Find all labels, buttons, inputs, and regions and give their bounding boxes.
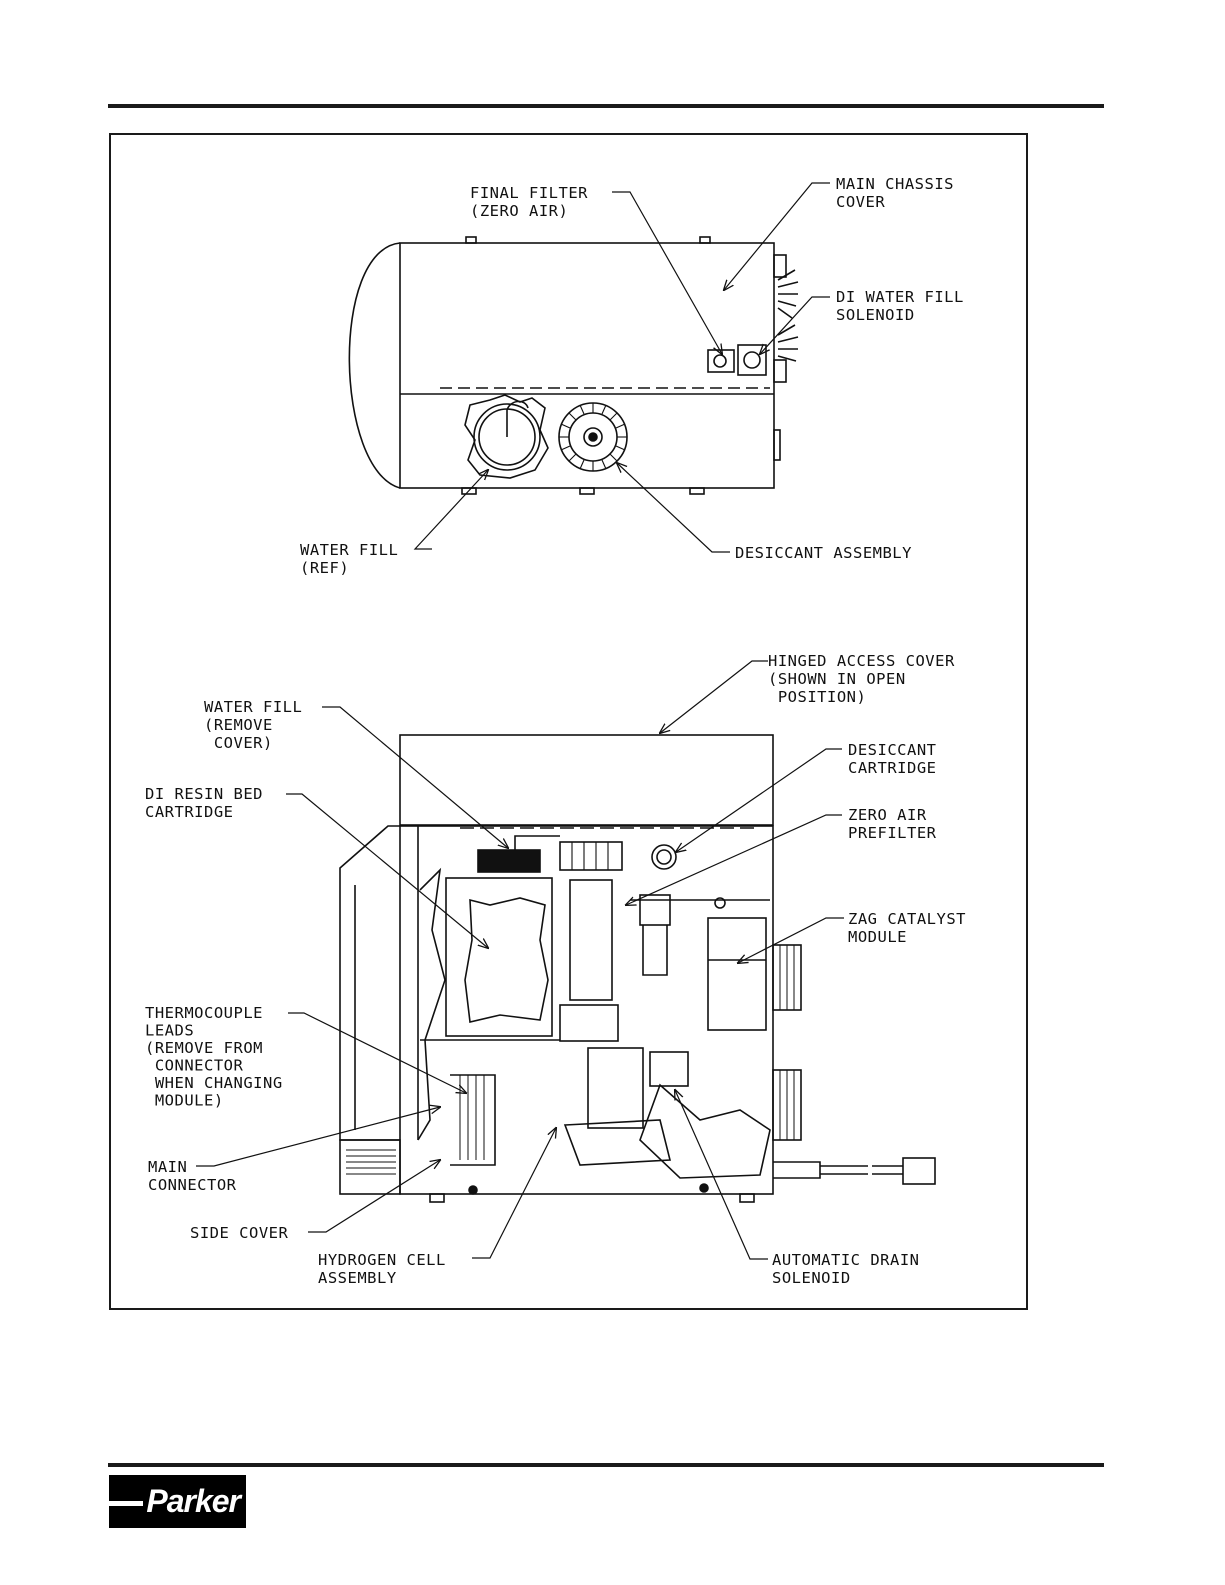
vent-slots xyxy=(346,1149,396,1175)
parker-logo: Parker xyxy=(109,1475,246,1528)
header-rule xyxy=(108,104,1104,108)
final-filter-part xyxy=(707,344,767,376)
logo-text: Parker xyxy=(146,1483,241,1519)
figure-frame xyxy=(109,133,1028,1310)
side-view-leaders xyxy=(196,660,844,1260)
main-chassis-body xyxy=(399,242,775,489)
di-resin-bed-part xyxy=(420,877,560,1041)
side-view-labels: HINGED ACCESS COVER(SHOWN IN OPEN POSITI… xyxy=(145,652,966,1287)
label-water-fill-ref: WATER FILL(REF) xyxy=(300,541,398,577)
label-final-filter: FINAL FILTER(ZERO AIR) xyxy=(470,184,588,220)
label-side-cover: SIDE COVER xyxy=(190,1224,288,1242)
zero-air-prefilter-part xyxy=(630,894,770,976)
footer-rule xyxy=(108,1463,1104,1467)
label-hinged-access-cover: HINGED ACCESS COVER(SHOWN IN OPEN POSITI… xyxy=(768,652,955,706)
front-dome xyxy=(348,242,401,489)
water-fill-ref-part xyxy=(464,394,549,479)
hydrogen-cell-part xyxy=(450,1074,672,1166)
front-bezel xyxy=(339,825,400,1141)
side-view xyxy=(339,734,936,1203)
automatic-drain-solenoid-part xyxy=(649,1051,689,1087)
feet-top xyxy=(461,487,477,495)
top-view-leaders xyxy=(413,182,830,553)
label-water-fill-remove-cover: WATER FILL(REMOVE COVER) xyxy=(204,698,302,752)
zag-catalyst-part xyxy=(707,917,802,1141)
label-desiccant-assembly: DESICCANT ASSEMBLY xyxy=(735,544,912,562)
logo-bar xyxy=(109,1501,143,1506)
side-chassis-body xyxy=(399,825,774,1195)
desiccant-cartridge-part xyxy=(559,879,644,1129)
hinged-access-cover-part xyxy=(399,734,774,826)
top-view xyxy=(348,236,799,495)
desiccant-assembly-part xyxy=(558,402,628,472)
right-side-fins xyxy=(777,269,799,362)
